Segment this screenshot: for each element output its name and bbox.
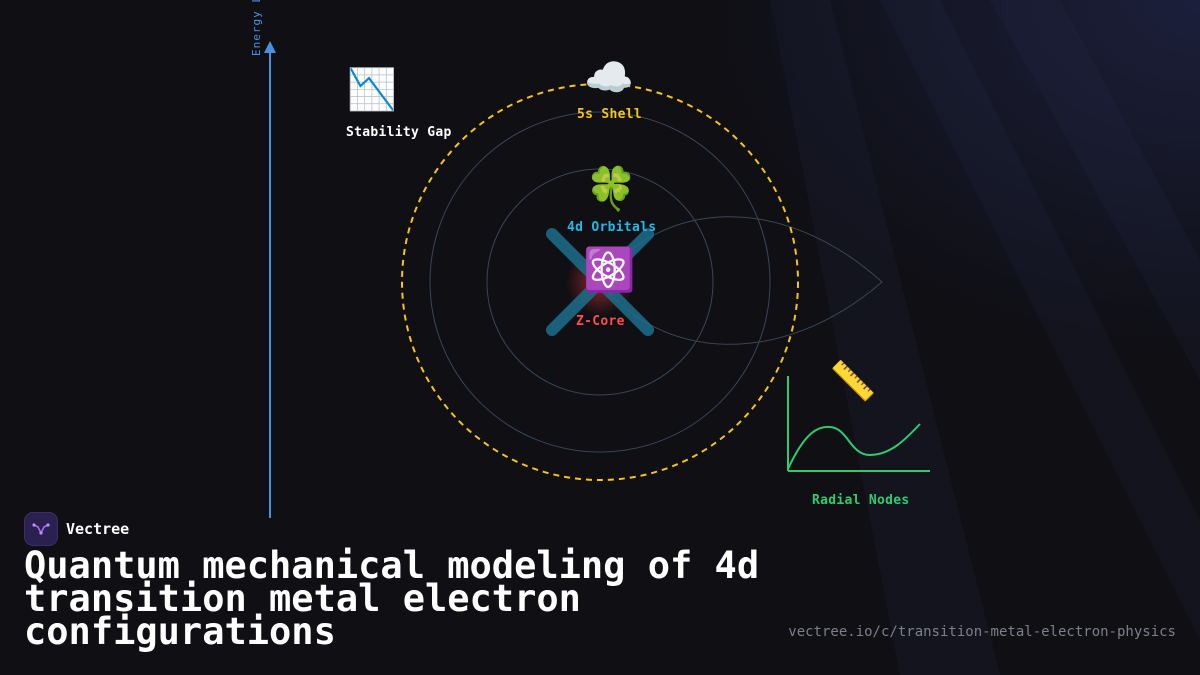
orbitals-4d-label: 4d Orbitals [567,220,657,235]
radial-distribution-curve [787,423,921,470]
cloud-icon: ☁️ [584,55,634,101]
cross-line-b [546,228,654,336]
brand-name: Vectree [66,520,130,538]
chart-decreasing-icon: 📉 [347,67,397,113]
source-url[interactable]: vectree.io/c/transition-metal-electron-p… [788,624,1176,640]
teardrop-connector [599,216,883,345]
middle-orbit-ring [429,111,771,453]
page-title: Quantum mechanical modeling of 4d transi… [24,544,760,653]
z-core-label: Z-Core [576,314,625,329]
ruler-icon: 📏 [829,359,877,403]
stability-gap-label: Stability Gap [346,125,452,140]
inner-orbit-ring [486,168,714,396]
shell-5s-dashed-ring [401,83,799,481]
shell-5s-label: 5s Shell [577,107,643,122]
energy-axis-arrow [264,41,276,53]
brand: Vectree [24,512,129,546]
vectree-logo-icon [24,512,58,546]
atom-icon: ⚛️ [583,245,636,294]
radial-nodes-label: Radial Nodes [812,493,910,508]
energy-axis-label: Energy Le [250,0,263,56]
four-leaf-clover-icon: 🍀 [585,164,638,213]
